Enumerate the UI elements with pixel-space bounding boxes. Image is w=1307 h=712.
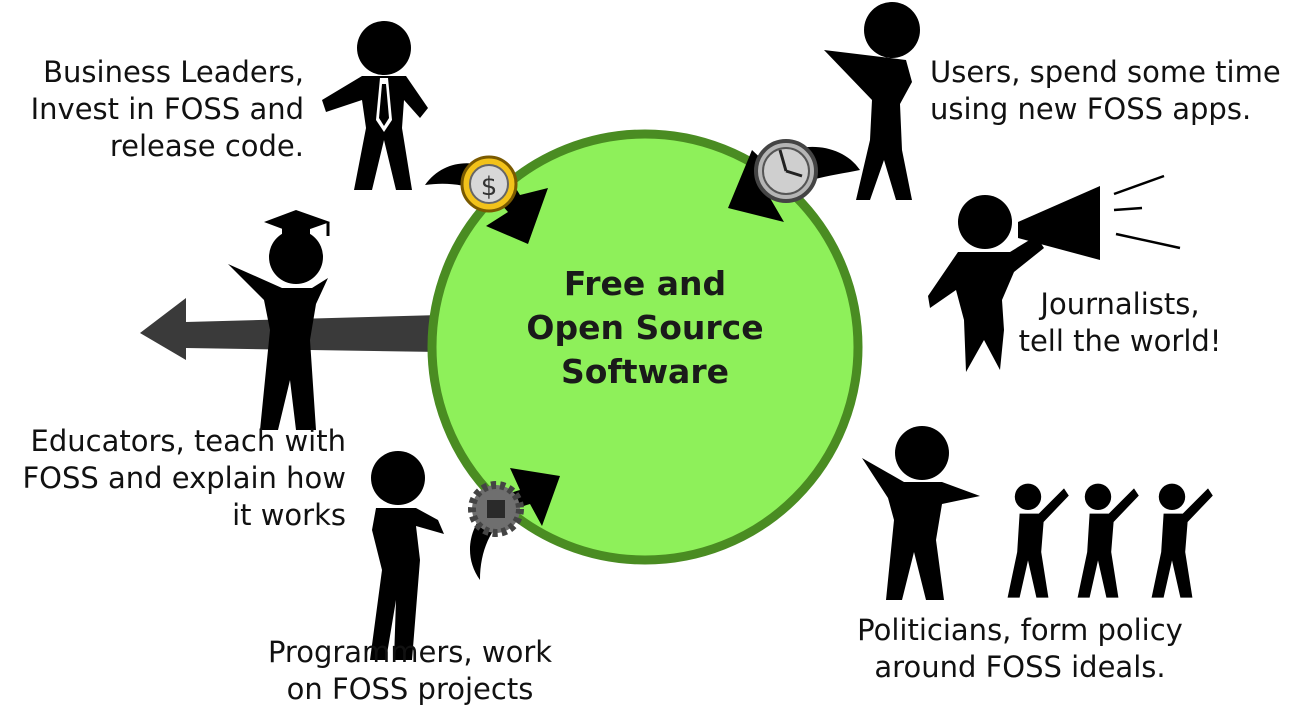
user-figure [824, 2, 920, 200]
gear-icon [468, 481, 524, 537]
business-label-line1: Business Leaders, [43, 55, 304, 89]
educators-label-line2: FOSS and explain how [22, 461, 346, 495]
journalists-label-line1: Journalists, [1040, 287, 1200, 321]
center-title-line1: Free and [563, 264, 727, 303]
programmers-label-line1: Programmers, work [267, 635, 553, 669]
center-title-line2: Open Source [526, 308, 764, 347]
business-leader-figure [322, 21, 428, 190]
graduation-cap-icon [264, 210, 330, 238]
educators-label: Educators, teach with FOSS and explain h… [4, 423, 346, 534]
programmers-label-line2: on FOSS projects [286, 672, 534, 706]
programmer-arrow [469, 468, 560, 580]
politicians-label-line1: Politicians, form policy [857, 613, 1183, 647]
politician-figure [862, 426, 980, 600]
coin-icon: $ [460, 155, 518, 213]
programmer-figure [370, 451, 444, 660]
business-label-line2: Invest in FOSS and [30, 92, 304, 126]
educators-label-line3: it works [232, 498, 346, 532]
politicians-label-line2: around FOSS ideals. [874, 650, 1166, 684]
educators-label-line1: Educators, teach with [30, 424, 346, 458]
business-label-line3: release code. [109, 129, 304, 163]
clock-icon [754, 139, 818, 203]
business-label: Business Leaders, Invest in FOSS and rel… [14, 54, 304, 165]
foss-circle [427, 129, 863, 565]
journalist-figure [928, 186, 1100, 372]
coin-symbol: $ [481, 172, 498, 202]
center-title: Free and Open Source Software [500, 262, 790, 394]
crowd-icon [1007, 483, 1213, 598]
users-label-line1: Users, spend some time [930, 55, 1281, 89]
journalists-label-line2: tell the world! [1018, 324, 1222, 358]
center-title-line3: Software [561, 352, 729, 391]
users-label: Users, spend some time using new FOSS ap… [930, 54, 1281, 128]
megaphone-icon [1113, 174, 1181, 250]
business-arrow [425, 163, 548, 244]
journalists-label: Journalists, tell the world! [1000, 286, 1240, 360]
programmers-label: Programmers, work on FOSS projects [230, 634, 590, 708]
users-label-line2: using new FOSS apps. [930, 92, 1252, 126]
politicians-label: Politicians, form policy around FOSS ide… [840, 612, 1200, 686]
educator-figure [228, 230, 328, 430]
